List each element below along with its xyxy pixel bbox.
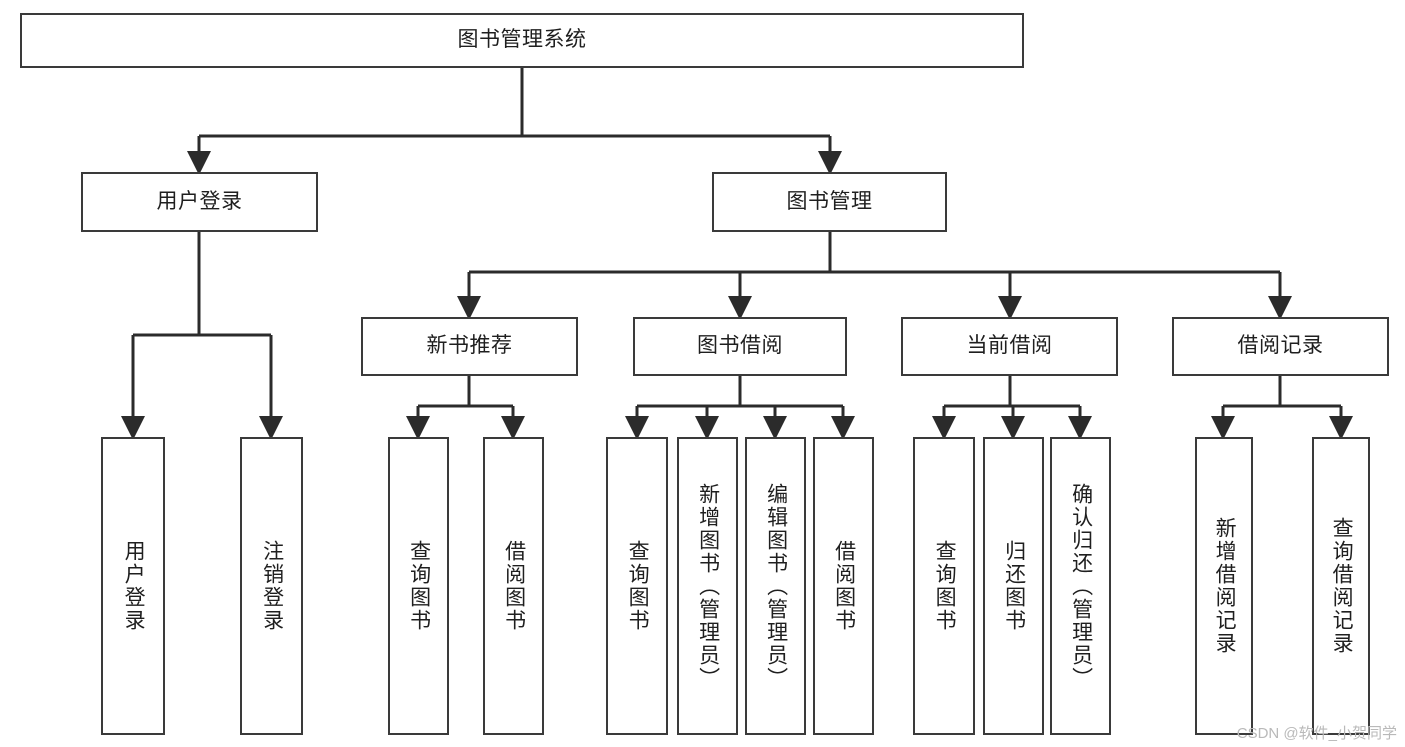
node-label: 归还图书 [1002, 540, 1026, 632]
node-root-system[interactable]: 图书管理系统 [20, 13, 1024, 68]
node-borrow-record[interactable]: 借阅记录 [1172, 317, 1389, 376]
node-label: 新增借阅记录 [1213, 517, 1237, 655]
node-label: 新增图书（管理员） [696, 482, 720, 690]
leaf-user-login[interactable]: 用户登录 [101, 437, 165, 735]
node-label: 新书推荐 [426, 334, 513, 358]
node-label: 查询借阅记录 [1330, 517, 1354, 655]
node-label: 借阅图书 [832, 540, 856, 632]
node-label: 借阅记录 [1237, 334, 1324, 358]
leaf-query-book-current[interactable]: 查询图书 [913, 437, 975, 735]
node-label: 查询图书 [407, 540, 431, 632]
leaf-user-logout[interactable]: 注销登录 [240, 437, 303, 735]
node-book-borrow[interactable]: 图书借阅 [633, 317, 847, 376]
node-label: 借阅图书 [502, 540, 526, 632]
node-label: 查询图书 [933, 540, 957, 632]
node-label: 图书管理系统 [457, 28, 587, 52]
leaf-confirm-return-admin[interactable]: 确认归还（管理员） [1050, 437, 1111, 735]
node-new-book-recommend[interactable]: 新书推荐 [361, 317, 578, 376]
node-label: 用户登录 [122, 540, 146, 632]
node-current-borrow[interactable]: 当前借阅 [901, 317, 1118, 376]
leaf-borrow-book-recommend[interactable]: 借阅图书 [483, 437, 544, 735]
leaf-add-borrow-record[interactable]: 新增借阅记录 [1195, 437, 1253, 735]
leaf-add-book-admin[interactable]: 新增图书（管理员） [677, 437, 738, 735]
leaf-query-book-borrow[interactable]: 查询图书 [606, 437, 668, 735]
node-label: 图书管理 [786, 189, 873, 213]
leaf-return-book[interactable]: 归还图书 [983, 437, 1044, 735]
node-label: 确认归还（管理员） [1069, 482, 1093, 690]
node-label: 用户登录 [156, 189, 243, 213]
watermark-text: CSDN @软件_小贺同学 [1236, 725, 1397, 742]
node-book-management[interactable]: 图书管理 [712, 172, 947, 232]
leaf-query-book-recommend[interactable]: 查询图书 [388, 437, 449, 735]
leaf-edit-book-admin[interactable]: 编辑图书（管理员） [745, 437, 806, 735]
node-user-login[interactable]: 用户登录 [81, 172, 318, 232]
node-label: 注销登录 [260, 540, 284, 632]
node-label: 编辑图书（管理员） [764, 482, 788, 690]
leaf-borrow-book[interactable]: 借阅图书 [813, 437, 874, 735]
node-label: 查询图书 [626, 540, 650, 632]
node-label: 图书借阅 [697, 334, 783, 358]
node-label: 当前借阅 [966, 334, 1053, 358]
leaf-query-borrow-record[interactable]: 查询借阅记录 [1312, 437, 1370, 735]
